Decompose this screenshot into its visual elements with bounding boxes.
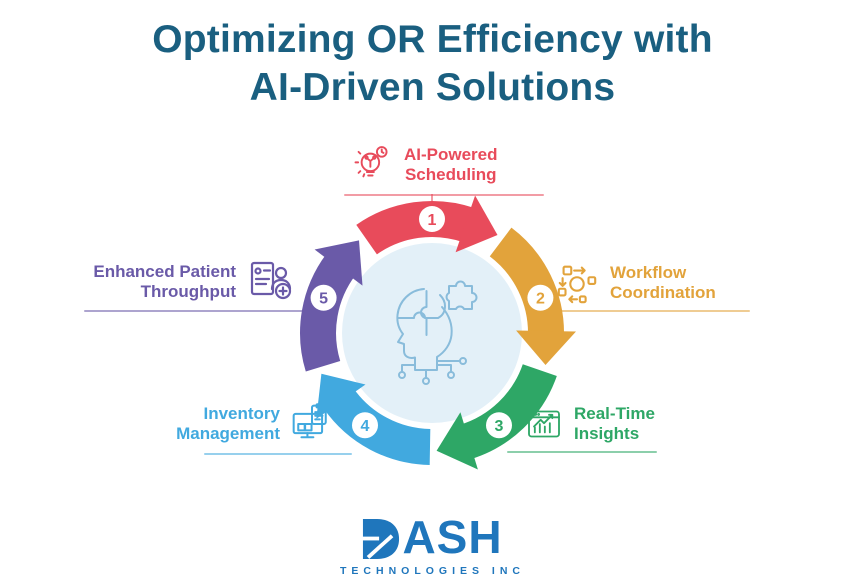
inventory-monitor-icon (292, 403, 327, 439)
cycle-arrow-3 (459, 363, 557, 460)
step-1-underline (344, 194, 544, 196)
cycle-ring: 1 2 3 4 5 (300, 195, 576, 470)
logo-wordmark: ASH (362, 514, 502, 560)
step-2-label-group: Workflow Coordination (554, 260, 716, 306)
step-badge-2 (527, 284, 554, 311)
cycle-arrow-5 (300, 253, 356, 372)
step-badge-number-2: 2 (536, 291, 545, 308)
step-4-label-group: Inventory Management (150, 402, 334, 446)
cycle-arrowhead-2 (516, 330, 576, 365)
step-badge-3 (486, 412, 512, 439)
lightbulb-gear-icon (354, 146, 388, 178)
step-2-underline (558, 310, 750, 312)
step-badge-number-3: 3 (495, 418, 504, 435)
step-1-label: AI-Powered Scheduling (404, 144, 498, 184)
step-3-label-group: Real-Time Insights (524, 404, 655, 444)
step-4-underline (204, 453, 352, 455)
step-5-label: Enhanced Patient Throughput (93, 261, 236, 301)
step-5-underline (84, 310, 304, 312)
cycle-arrow-4 (323, 387, 431, 465)
step-badge-5 (310, 284, 337, 311)
center-circle (342, 243, 522, 423)
step-5-label-group: Enhanced Patient Throughput (58, 258, 294, 306)
step-1-label-group: AI-Powered Scheduling (352, 144, 498, 186)
patient-record-icon (250, 261, 292, 300)
cycle-arrowhead-1 (455, 195, 498, 253)
step-badge-number-1: 1 (428, 212, 437, 229)
logo-wordmark-text: ASH (402, 511, 503, 563)
cycle-arrowhead-3 (436, 412, 478, 470)
workflow-diagram-icon (557, 265, 597, 304)
step-3-underline (507, 451, 657, 453)
cycle-arrow-1 (356, 201, 475, 255)
step-badge-number-5: 5 (319, 291, 328, 308)
ai-head-puzzle-icon (396, 280, 478, 385)
step-badge-1 (419, 206, 445, 232)
logo: ASH TECHNOLOGIES INC (0, 514, 865, 577)
step-2-label: Workflow Coordination (610, 262, 716, 302)
step-badge-number-4: 4 (361, 418, 370, 435)
step-4-label: Inventory Management (176, 403, 280, 443)
step-badge-4 (352, 412, 378, 439)
logo-subtitle: TECHNOLOGIES INC (339, 565, 525, 577)
logo-d-glyph (362, 519, 400, 559)
step-3-label: Real-Time Insights (574, 404, 655, 444)
cycle-arrow-2 (489, 227, 564, 336)
page-title: Optimizing OR Efficiency with AI-Driven … (152, 18, 713, 109)
cycle-arrowhead-5 (314, 240, 363, 286)
cycle-arrowhead-4 (316, 373, 366, 419)
